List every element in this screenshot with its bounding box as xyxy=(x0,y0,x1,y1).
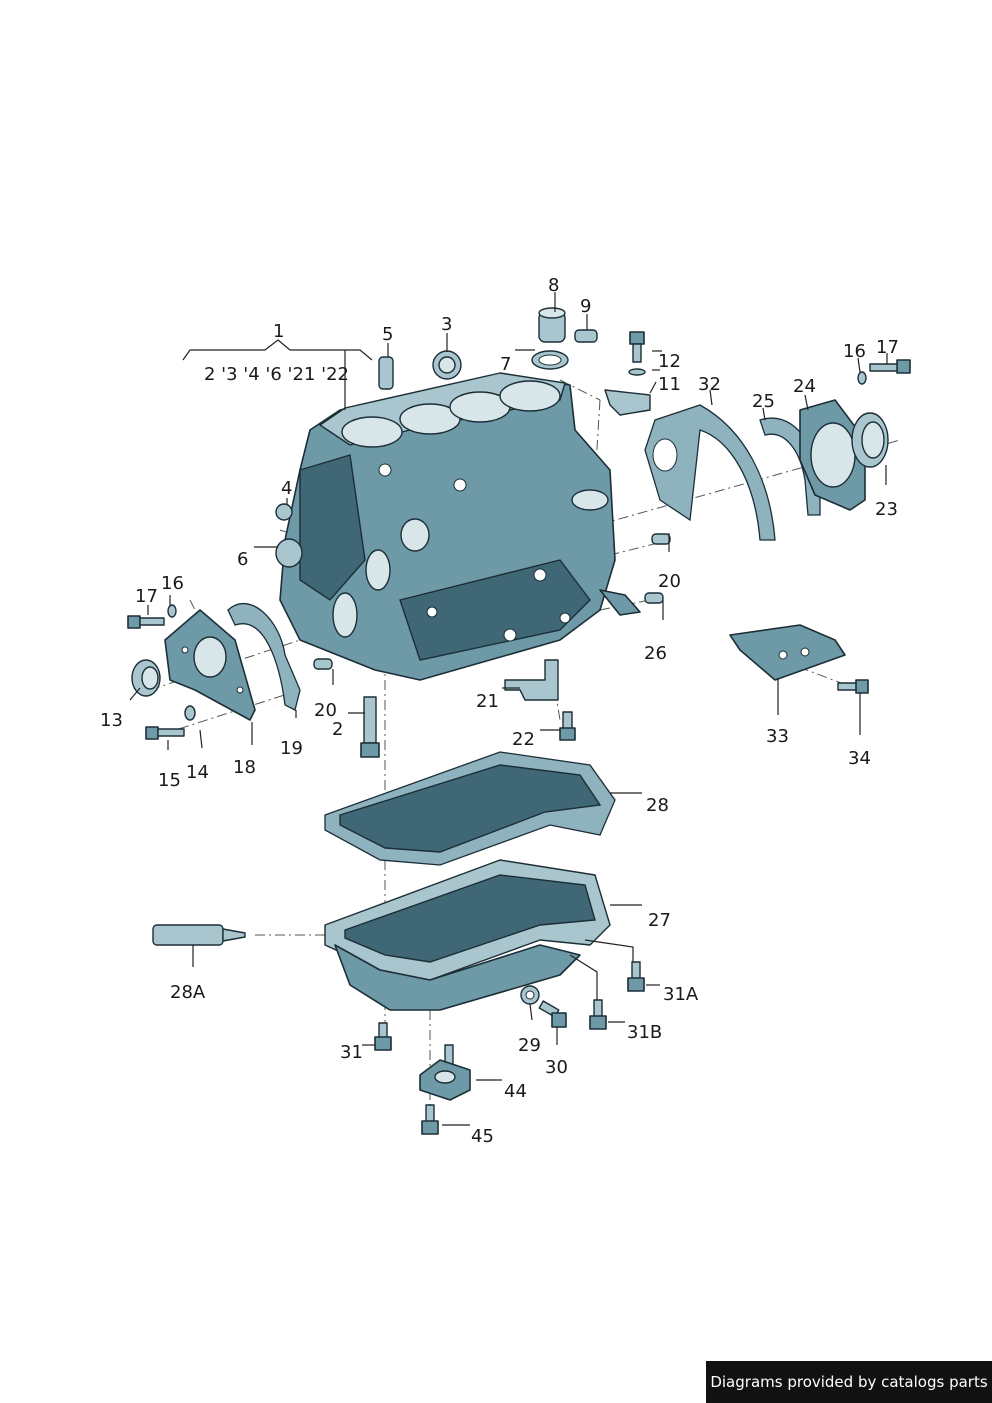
callout-3: 3 xyxy=(441,314,452,335)
callout-5: 5 xyxy=(382,324,393,345)
callout-30: 30 xyxy=(545,1057,568,1078)
cap-6 xyxy=(275,538,303,568)
oil-pan-gasket-28 xyxy=(324,751,616,866)
sealing-flange-18 xyxy=(164,609,256,721)
oil-spray-jet-21 xyxy=(504,659,559,701)
washer-16-right xyxy=(857,371,867,385)
plug-9 xyxy=(574,329,598,343)
oil-pan-27 xyxy=(324,859,611,1011)
callout-32: 32 xyxy=(698,374,721,395)
bolt-2 xyxy=(360,696,380,758)
dowel-20-right xyxy=(651,533,671,545)
callout-16-right: 16 xyxy=(843,341,866,362)
callout-27: 27 xyxy=(648,910,671,931)
callout-4: 4 xyxy=(281,478,292,499)
seal-29 xyxy=(520,985,540,1005)
drain-plug-30 xyxy=(538,1000,567,1028)
sealant-tube-28a xyxy=(152,924,246,946)
callout-16-left: 16 xyxy=(161,573,184,594)
callout-6: 6 xyxy=(237,549,248,570)
bracket-11 xyxy=(604,389,651,416)
bolt-45 xyxy=(421,1104,439,1135)
cylinder-block xyxy=(279,372,641,681)
washer-14 xyxy=(184,705,196,721)
attribution-text: Diagrams provided by catalogs parts xyxy=(710,1373,988,1391)
sealing-flange-24 xyxy=(799,399,866,511)
callout-29: 29 xyxy=(518,1035,541,1056)
oil-seal-23 xyxy=(851,412,889,468)
callout-23: 23 xyxy=(875,499,898,520)
plug-8 xyxy=(538,307,566,343)
baffle-33 xyxy=(729,624,846,681)
callout-31a: 31A xyxy=(663,984,699,1005)
callout-14: 14 xyxy=(186,762,209,783)
dowel-sleeve-5 xyxy=(378,356,394,390)
bolt-15 xyxy=(145,726,185,740)
attribution-footer: Diagrams provided by catalogs parts xyxy=(706,1361,992,1403)
dowel-26 xyxy=(644,592,664,604)
callout-11: 11 xyxy=(658,374,681,395)
bolt-31 xyxy=(374,1022,392,1051)
callout-1: 1 xyxy=(273,321,284,342)
callout-1-sub: 2 '3 '4 '6 '21 '22 xyxy=(204,364,349,385)
callout-labels: 1 2 '3 '4 '6 '21 '22 5 3 8 9 7 12 11 32 … xyxy=(100,275,899,1147)
callout-17-right: 17 xyxy=(876,337,899,358)
callout-20-left: 20 xyxy=(314,700,337,721)
callout-44: 44 xyxy=(504,1081,527,1102)
callout-20-right: 20 xyxy=(658,571,681,592)
plug-4 xyxy=(275,503,293,521)
callout-25: 25 xyxy=(752,391,775,412)
callout-7: 7 xyxy=(500,354,511,375)
callout-28a: 28A xyxy=(170,982,206,1003)
bolt-12 xyxy=(628,331,646,376)
callout-33: 33 xyxy=(766,726,789,747)
leader-lines xyxy=(129,292,888,1126)
callout-9: 9 xyxy=(580,296,591,317)
bolt-31a xyxy=(627,961,645,992)
callout-17-left: 17 xyxy=(135,586,158,607)
oil-level-sensor-44 xyxy=(419,1044,471,1101)
bolt-22 xyxy=(559,711,576,741)
callout-34: 34 xyxy=(848,748,871,769)
callout-45: 45 xyxy=(471,1126,494,1147)
callout-19: 19 xyxy=(280,738,303,759)
callout-18: 18 xyxy=(233,757,256,778)
bolt-31b xyxy=(589,999,607,1030)
callout-31: 31 xyxy=(340,1042,363,1063)
callout-2: 2 xyxy=(332,719,343,740)
oil-seal-13 xyxy=(131,659,161,697)
bolt-17-right xyxy=(869,359,911,374)
callout-22: 22 xyxy=(512,729,535,750)
bolt-17-left xyxy=(127,615,165,629)
callout-13: 13 xyxy=(100,710,123,731)
callout-28: 28 xyxy=(646,795,669,816)
dowel-20-left xyxy=(313,658,333,670)
seal-ring-7 xyxy=(531,350,569,370)
gasket-32 xyxy=(644,404,776,541)
bush-3 xyxy=(432,350,462,380)
callout-15: 15 xyxy=(158,770,181,791)
bolt-34 xyxy=(837,679,869,694)
callout-31b: 31B xyxy=(627,1022,662,1043)
callout-24: 24 xyxy=(793,376,816,397)
callout-8: 8 xyxy=(548,275,559,296)
callout-26: 26 xyxy=(644,643,667,664)
washer-16-left xyxy=(167,604,177,618)
callout-12: 12 xyxy=(658,351,681,372)
gasket-19 xyxy=(227,603,301,711)
callout-21: 21 xyxy=(476,691,499,712)
